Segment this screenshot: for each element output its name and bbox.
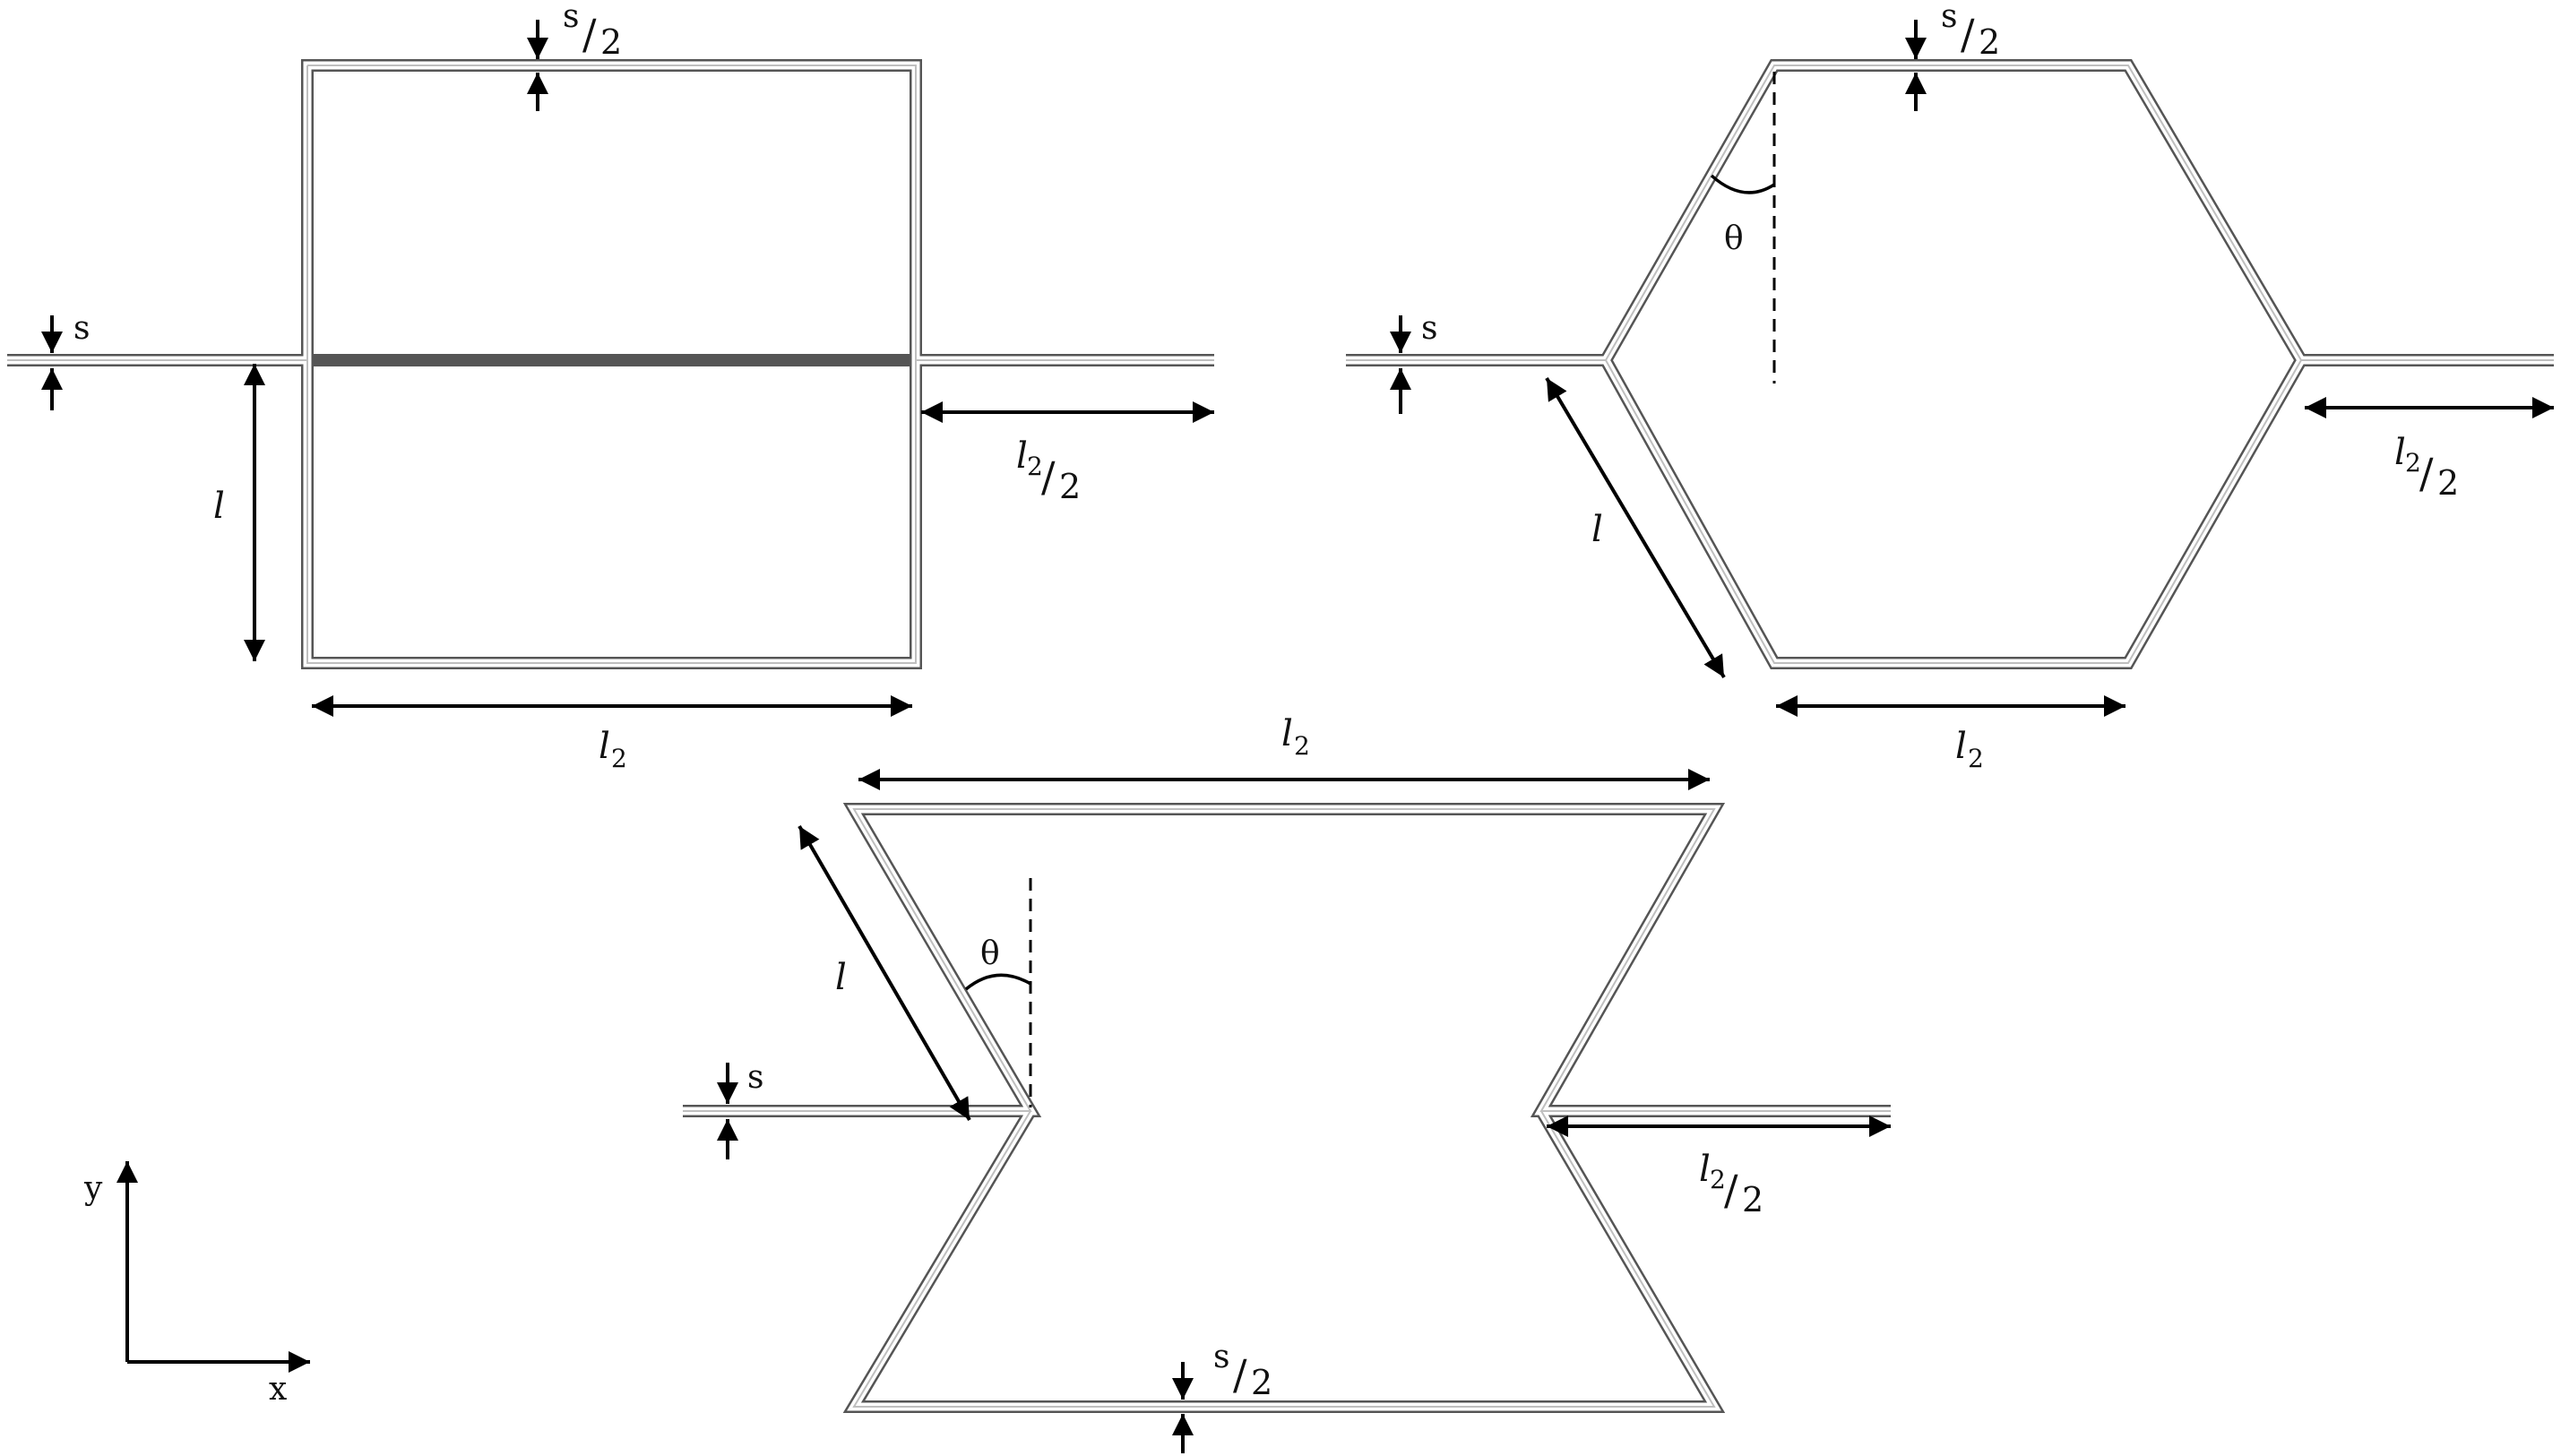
svg-text:2: 2 [1742,1180,1763,1219]
svg-text:l: l [1281,713,1293,754]
square-cell: s / 2 s l l 2 l 2 / 2 [7,0,1214,773]
svg-text:2: 2 [2405,448,2421,478]
hexagon-theta-label: θ [1724,220,1744,257]
square-s-label: s [73,310,90,347]
hexagon-cell-walls [1346,59,2554,669]
hexagon-angle-arc [1710,174,1775,194]
svg-text:/: / [1041,452,1056,501]
svg-text:l: l [1955,726,1967,767]
square-l2-label: l 2 [599,726,627,773]
square-s-half-label: s / 2 [563,0,622,62]
svg-text:/: / [582,10,597,58]
svg-text:2: 2 [1979,22,2000,62]
reentrant-half-l2-label: l 2 / 2 [1699,1149,1763,1219]
svg-text:2: 2 [1294,731,1310,761]
square-half-l2-label: l 2 / 2 [1016,435,1081,506]
coordinate-axes: y x [83,1161,310,1408]
hexagon-l-dimension [1545,376,1726,679]
svg-text:/: / [1233,1350,1247,1399]
reentrant-l-label: l [835,957,847,998]
svg-text:/: / [1724,1166,1738,1214]
reentrant-s-half-label: s / 2 [1213,1339,1272,1402]
svg-text:2: 2 [600,22,622,62]
svg-text:/: / [2419,449,2434,497]
svg-text:l: l [1016,435,1028,477]
hexagon-half-l2-label: l 2 / 2 [2394,432,2459,503]
reentrant-l2-label: l 2 [1281,713,1310,761]
svg-text:l: l [2394,432,2406,473]
svg-text:2: 2 [1059,467,1081,506]
reentrant-theta-label: θ [980,935,1000,972]
svg-text:2: 2 [1710,1165,1726,1194]
svg-text:2: 2 [2437,463,2459,503]
hexagon-cell: s / 2 s θ l l 2 l 2 / 2 [1346,0,2554,773]
reentrant-cell: l 2 l θ s l 2 / 2 s / 2 [683,713,1891,1453]
reentrant-s-label: s [747,1059,763,1096]
reentrant-l-dimension [798,824,971,1122]
reentrant-cell-walls [683,803,1891,1413]
y-axis-label: y [83,1170,103,1207]
reentrant-angle-arc [964,973,1031,991]
hexagon-l-label: l [1591,509,1603,550]
hexagon-s-label: s [1421,310,1437,347]
hexagon-s-half-label: s / 2 [1941,0,2000,62]
svg-text:l: l [1699,1149,1711,1190]
square-cell-walls [7,59,1214,669]
x-axis-label: x [269,1371,287,1408]
svg-text:s: s [563,0,579,35]
svg-text:2: 2 [1027,452,1043,481]
svg-text:2: 2 [1251,1363,1272,1402]
square-l-label: l [213,486,225,527]
svg-text:s: s [1941,0,1957,35]
svg-text:2: 2 [1968,744,1984,773]
hexagon-l2-label: l 2 [1955,726,1984,773]
svg-text:/: / [1961,10,1975,58]
svg-text:s: s [1213,1339,1229,1375]
svg-text:2: 2 [611,744,627,773]
svg-text:l: l [599,726,610,767]
